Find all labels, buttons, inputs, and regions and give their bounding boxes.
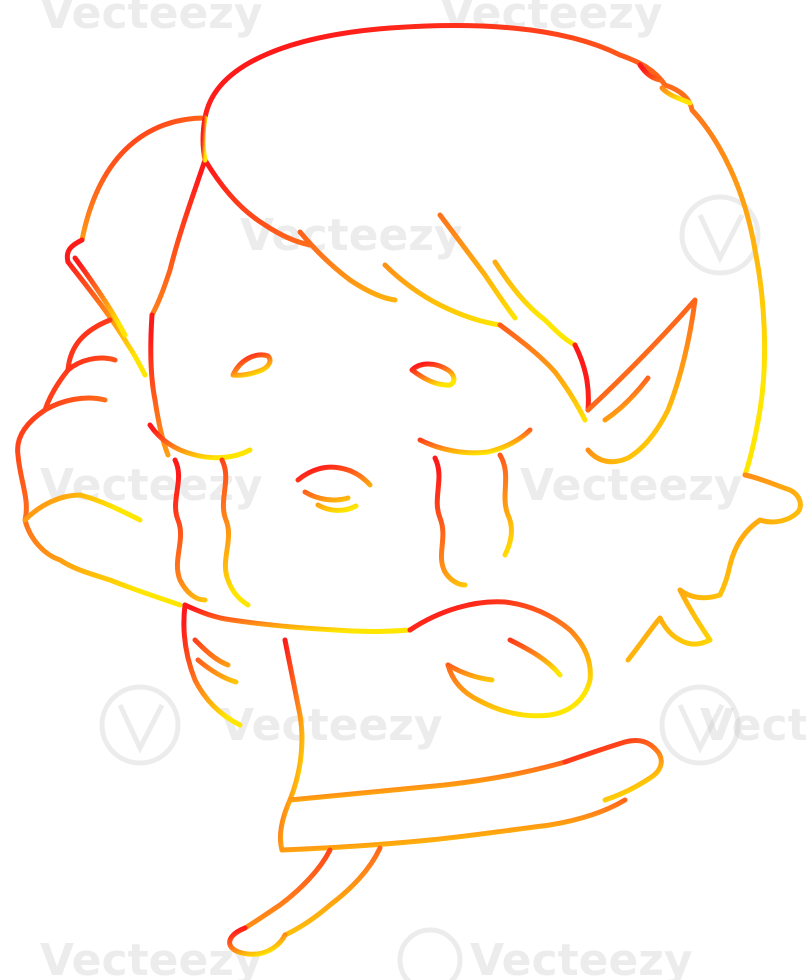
right-tear	[432, 452, 514, 588]
skirt	[279, 797, 628, 853]
hair-bangs	[149, 157, 578, 348]
shirt-left	[181, 602, 243, 728]
character	[15, 22, 803, 957]
left-ear	[64, 237, 148, 378]
watermark-logo-icon	[659, 684, 741, 766]
right-ear-inner	[602, 375, 651, 423]
watermark-text: Vecteezy	[470, 935, 693, 980]
skirt-waist	[287, 759, 568, 803]
left-eye	[230, 352, 273, 378]
hair-left-outline	[79, 115, 208, 243]
watermark-text: Vecteezy	[700, 700, 806, 751]
front-leg	[242, 845, 383, 938]
hair-tuft	[637, 62, 693, 106]
hair-left-strand-inner	[22, 355, 143, 523]
left-eye-closed	[147, 422, 253, 461]
hair-part	[200, 115, 208, 163]
watermark-logo-icon	[697, 213, 745, 264]
right-ear	[585, 297, 698, 465]
face-outline	[148, 312, 588, 458]
watermark-text: Vecteezy	[40, 935, 263, 980]
right-arm	[407, 599, 593, 719]
watermark: Vecteezy Vecteezy Vecteezy Vecteezy Vect…	[40, 0, 806, 980]
right-eye-closed	[417, 427, 533, 456]
shirt-body	[277, 637, 305, 853]
watermark-logo-icon	[99, 684, 181, 766]
watermark-logo-icon	[677, 703, 725, 754]
watermark-logo-icon	[397, 927, 463, 980]
right-eye	[409, 361, 457, 388]
hair-top-outline	[202, 22, 768, 478]
left-ear-inner	[72, 255, 128, 338]
hair-right-side	[572, 342, 803, 663]
collar	[182, 602, 413, 634]
watermark-text: Vecteezy	[520, 460, 743, 511]
front-foot	[227, 925, 288, 957]
watermark-text: Vecteezy	[40, 460, 263, 511]
watermark-text: Vecteezy	[220, 700, 443, 751]
mouth	[295, 464, 373, 513]
right-arm-inner	[445, 637, 563, 683]
watermark-text: Vecteezy	[240, 210, 463, 261]
watermark-logo-icon	[117, 703, 165, 754]
watermark-logo-icon	[679, 194, 761, 276]
watermark-text: Vecteezy	[40, 0, 263, 39]
back-leg	[562, 737, 664, 803]
left-tear	[172, 457, 251, 608]
